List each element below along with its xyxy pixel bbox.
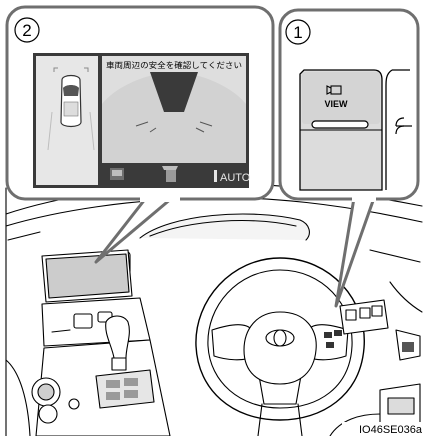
view-button-location: [346, 310, 356, 320]
callout-number-2: 2: [22, 21, 31, 40]
instrument-hood: [140, 214, 309, 240]
callout-button-pointer: [336, 198, 374, 306]
display-screen-content: 車両周辺の安全を確認してください AUTO: [33, 53, 251, 188]
view-button[interactable]: VIEW: [302, 72, 380, 128]
callout-number-1: 1: [293, 23, 302, 42]
figure-code: IO46SE036a: [359, 424, 423, 436]
auto-label: AUTO: [220, 172, 251, 184]
car-icon: [61, 76, 81, 127]
display-warning-text: 車両周辺の安全を確認してください: [106, 60, 242, 70]
steering-hub: [244, 312, 316, 384]
view-button-label: VIEW: [324, 99, 348, 109]
display-screen: [46, 254, 129, 298]
